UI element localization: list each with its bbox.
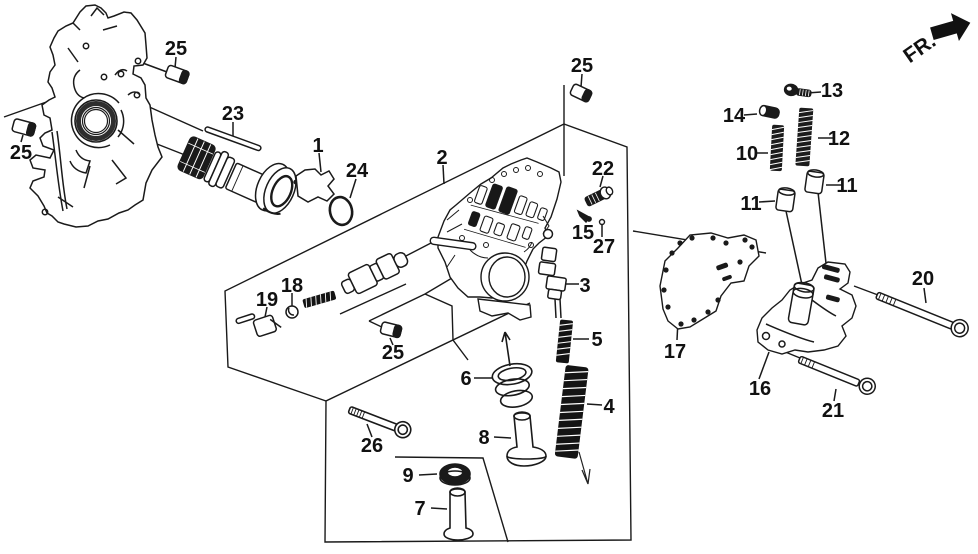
svg-text:14: 14 <box>723 105 746 127</box>
svg-text:6: 6 <box>460 368 471 390</box>
svg-text:19: 19 <box>256 289 278 311</box>
svg-text:27: 27 <box>593 236 615 258</box>
svg-text:20: 20 <box>912 268 934 290</box>
svg-text:25: 25 <box>382 342 404 364</box>
svg-text:9: 9 <box>402 465 413 487</box>
svg-text:5: 5 <box>591 329 602 351</box>
svg-text:25: 25 <box>571 55 593 77</box>
svg-text:7: 7 <box>414 498 425 520</box>
svg-text:3: 3 <box>579 275 590 297</box>
svg-text:26: 26 <box>361 435 383 457</box>
svg-text:16: 16 <box>749 378 771 400</box>
svg-text:4: 4 <box>603 396 615 418</box>
svg-text:25: 25 <box>165 38 187 60</box>
svg-text:13: 13 <box>821 80 843 102</box>
svg-text:2: 2 <box>436 147 447 169</box>
svg-text:24: 24 <box>346 160 369 182</box>
svg-text:8: 8 <box>478 427 489 449</box>
svg-text:21: 21 <box>822 400 844 422</box>
svg-text:23: 23 <box>222 103 244 125</box>
svg-text:11: 11 <box>740 193 761 215</box>
svg-text:1: 1 <box>312 135 323 157</box>
svg-text:15: 15 <box>572 222 594 244</box>
svg-text:17: 17 <box>664 341 686 363</box>
svg-text:12: 12 <box>828 128 850 150</box>
svg-text:18: 18 <box>281 275 303 297</box>
svg-text:10: 10 <box>736 143 758 165</box>
svg-text:22: 22 <box>592 158 614 180</box>
svg-text:25: 25 <box>10 142 32 164</box>
svg-text:11: 11 <box>836 175 857 197</box>
